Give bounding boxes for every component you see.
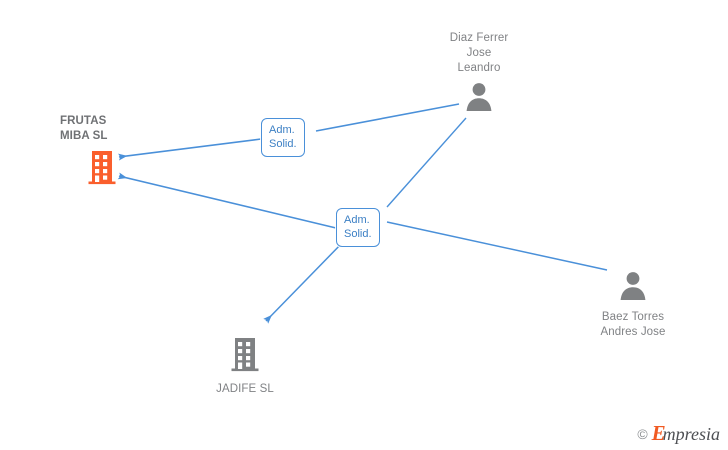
node-company-frutas-miba-sl[interactable]: FRUTAS MIBA SL	[22, 114, 182, 190]
node-label-jadife-sl: JADIFE SL	[216, 383, 274, 395]
edge-label-adm-solid-1[interactable]: Adm. Solid.	[261, 118, 305, 157]
edge-label-adm-solid-2[interactable]: Adm. Solid.	[336, 208, 380, 247]
copyright-icon: ©	[637, 425, 648, 442]
building-icon	[230, 336, 260, 377]
person-icon	[464, 81, 494, 116]
node-label-diaz-ferrer-jose-leandro: Diaz Ferrer Jose Leandro	[449, 32, 509, 74]
edge-junction-to-jadife	[263, 239, 346, 324]
person-icon	[618, 270, 648, 305]
node-company-jadife-sl[interactable]: JADIFE SL	[165, 336, 325, 397]
edge-baez-to-junction	[386, 221, 608, 271]
watermark-empresia: © E mpresia	[637, 421, 720, 445]
edge-diaz-to-junction	[386, 117, 467, 208]
node-person-baez-torres-andres-jose[interactable]: Baez Torres Andres Jose	[553, 270, 713, 340]
node-person-diaz-ferrer-jose-leandro[interactable]: Diaz Ferrer Jose Leandro	[399, 31, 559, 116]
node-label-baez-torres-andres-jose: Baez Torres Andres Jose	[600, 311, 666, 338]
node-label-frutas-miba-sl: FRUTAS MIBA SL	[60, 115, 108, 142]
watermark-brand-initial: E	[651, 421, 666, 445]
watermark-brand-rest: mpresia	[662, 424, 720, 444]
building-icon	[87, 149, 117, 190]
